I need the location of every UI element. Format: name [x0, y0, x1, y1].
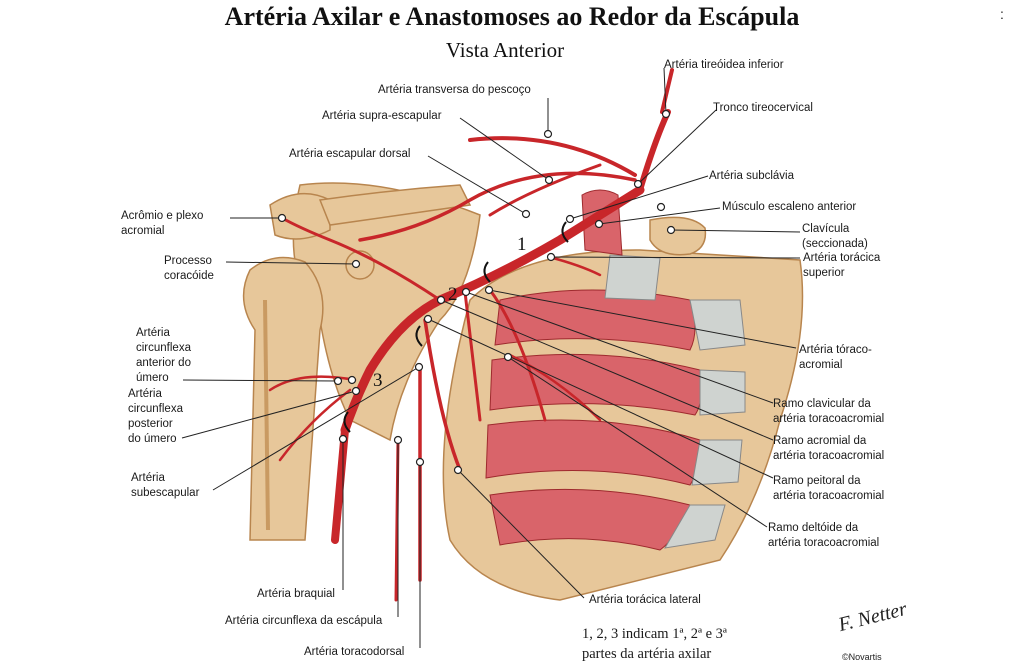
- label-circunflexa-posterior: Artéria circunflexa posterior do úmero: [128, 388, 183, 445]
- label-transversa-pescoco: Artéria transversa do pescoço: [378, 84, 531, 96]
- part-number-3: 3: [373, 370, 383, 391]
- label-clavicula: Clavícula (seccionada): [802, 223, 868, 250]
- label-processo-coracoide: Processo coracóide: [164, 255, 214, 282]
- label-toracica-lateral: Artéria torácica lateral: [589, 594, 701, 606]
- label-ramo-peitoral: Ramo peitoral da artéria toracoacromial: [773, 475, 885, 502]
- label-ramo-deltoide: Ramo deltóide da artéria toracoacromial: [768, 522, 880, 549]
- part-brackets: [343, 221, 569, 433]
- label-escaleno: Músculo escaleno anterior: [722, 201, 857, 213]
- leader-lines: [181, 67, 801, 648]
- label-toracodorsal: Artéria toracodorsal: [304, 646, 405, 658]
- diagram-title: Artéria Axilar e Anastomoses ao Redor da…: [224, 2, 800, 31]
- clavicle: [318, 184, 707, 256]
- label-ramo-acromial: Ramo acromial da artéria toracoacromial: [773, 435, 885, 462]
- ribcage: [442, 249, 804, 601]
- corner-mark: :: [1000, 6, 1004, 22]
- humerus: [242, 256, 324, 541]
- label-circunflexa-escapula: Artéria circunflexa da escápula: [225, 615, 383, 627]
- diagram-subtitle: Vista Anterior: [445, 38, 565, 62]
- label-escapular-dorsal: Artéria escapular dorsal: [289, 148, 411, 160]
- part-number-1: 1: [517, 234, 527, 255]
- label-toraco-acromial: Artéria tóraco- acromial: [799, 344, 872, 371]
- part-number-2: 2: [448, 284, 458, 305]
- label-acromio: Acrômio e plexo acromial: [121, 210, 204, 237]
- label-tireoidea-inferior: Artéria tireóidea inferior: [664, 59, 784, 71]
- publisher-credit: ©Novartis: [842, 652, 882, 662]
- label-toracica-superior: Artéria torácica superior: [803, 252, 881, 279]
- label-subclavia: Artéria subclávia: [709, 170, 795, 182]
- part-numbers-note: 1, 2, 3 indicam 1ª, 2ª e 3ª partes da ar…: [582, 626, 727, 662]
- label-circunflexa-anterior: Artéria circunflexa anterior do úmero: [136, 327, 191, 384]
- label-subescapular: Artéria subescapular: [131, 472, 200, 499]
- label-ramo-clavicular: Ramo clavicular da artéria toracoacromia…: [773, 398, 885, 425]
- label-braquial: Artéria braquial: [257, 588, 335, 600]
- label-supra-escapular: Artéria supra-escapular: [322, 110, 442, 122]
- leader-markers: [277, 109, 676, 475]
- label-tronco-tireocervical: Tronco tireocervical: [713, 102, 813, 114]
